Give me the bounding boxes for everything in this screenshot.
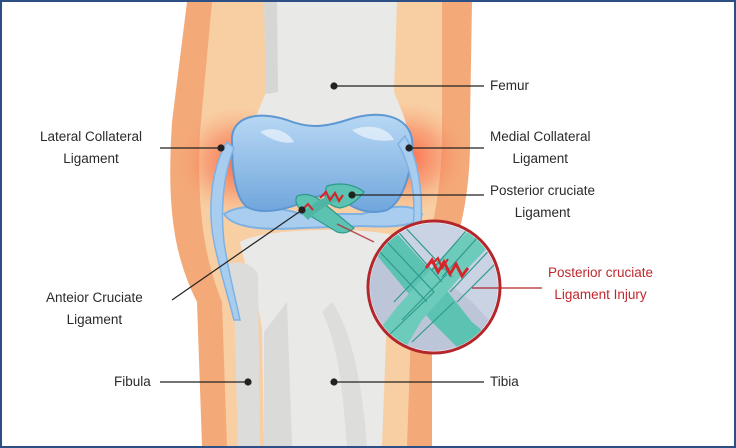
tibia-text: Tibia: [490, 374, 519, 389]
label-femur: Femur: [490, 75, 529, 97]
femur-bone: [252, 2, 408, 142]
label-fibula: Fibula: [114, 371, 151, 393]
injury-line2: Ligament Injury: [554, 287, 647, 302]
pcl-tear-small: [319, 190, 344, 204]
label-anterior-cruciate: Anteior Cruciate Ligament: [46, 287, 143, 331]
femur-text: Femur: [490, 78, 530, 93]
acl-line1: Anteior Cruciate: [46, 290, 143, 305]
lateral-collateral-ligament-shape: [210, 140, 241, 321]
pcl-line1: Posterior cruciate: [490, 183, 596, 198]
mcl-line1: Medial Collateral: [490, 129, 591, 144]
acl-leader: [171, 209, 303, 301]
acl-shape: [295, 193, 355, 234]
label-injury: Posterior cruciate Ligament Injury: [548, 262, 653, 306]
label-posterior-cruciate: Posterior cruciate Ligament: [490, 180, 595, 224]
mcl-line2: Ligament: [512, 151, 569, 166]
label-medial-collateral: Medial Collateral Ligament: [490, 126, 591, 170]
acl-line2: Ligament: [66, 312, 123, 327]
leader-lines: [160, 82, 484, 386]
label-tibia: Tibia: [490, 371, 519, 393]
magnified-view: [370, 223, 498, 351]
lcl-line1: Lateral Collateral: [40, 129, 143, 144]
pcl-line2: Ligament: [514, 205, 571, 220]
label-lateral-collateral: Lateral Collateral Ligament: [40, 126, 142, 170]
injury-line1: Posterior cruciate: [548, 265, 654, 280]
lcl-line2: Ligament: [63, 151, 119, 166]
fibula-text: Fibula: [114, 374, 151, 389]
